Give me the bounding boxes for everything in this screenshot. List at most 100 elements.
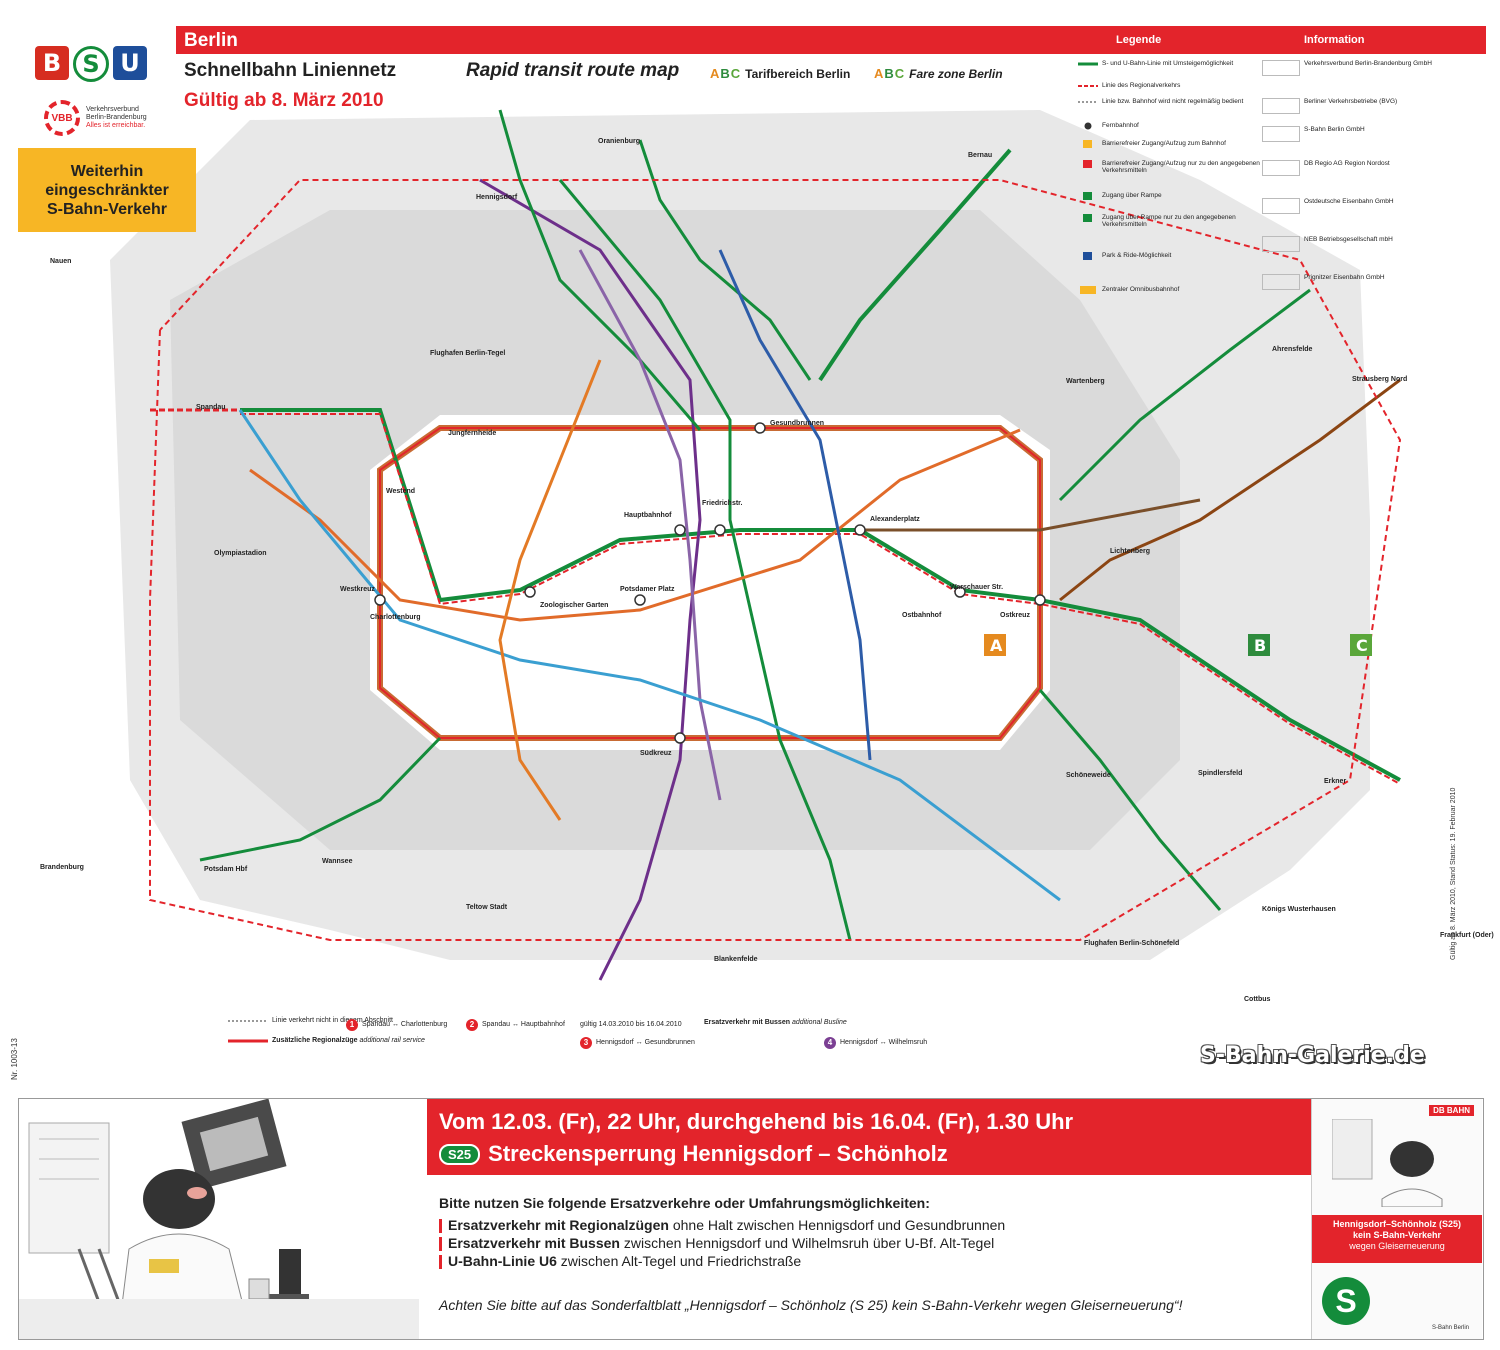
- station-label: Wannsee: [322, 858, 353, 865]
- station-label: Jungfernheide: [448, 430, 497, 437]
- station-label: Oranienburg: [598, 138, 641, 145]
- station-label: Lichtenberg: [1110, 548, 1151, 555]
- watermark: S-Bahn-Galerie.de: [1200, 1043, 1425, 1068]
- legend-item: Barrierefreier Zugang/Aufzug nur zu den …: [1078, 160, 1260, 174]
- bus-replacement-key: Ersatzverkehr mit Bussen additional Busl…: [704, 1019, 847, 1026]
- station-label: Spindlersfeld: [1198, 770, 1243, 777]
- option-row: Ersatzverkehr mit Bussen zwischen Hennig…: [439, 1235, 1299, 1251]
- restriction-notice: Weiterhin eingeschränkter S-Bahn-Verkehr: [18, 148, 196, 232]
- zone-a-area: [370, 415, 1050, 750]
- valid-period: gültig 14.03.2010 bis 16.04.2010: [580, 1021, 682, 1028]
- special-leaflet-preview: DB BAHN Hennigsdorf–Schönholz (S25) kein…: [1311, 1099, 1482, 1339]
- operator-logo-icon: [1262, 160, 1300, 176]
- regional-line-icon: [1078, 85, 1098, 87]
- irregular-line-icon: [1078, 101, 1098, 103]
- option-row: U-Bahn-Linie U6 zwischen Alt-Tegel und F…: [439, 1253, 1299, 1269]
- station-label: Cottbus: [1244, 996, 1271, 1003]
- station-label: Wartenberg: [1066, 378, 1105, 385]
- station-label: Teltow Stadt: [466, 904, 508, 911]
- station-label: Potsdamer Platz: [620, 586, 675, 593]
- svg-text:B: B: [1254, 636, 1266, 655]
- info-item: Prignitzer Eisenbahn GmbH: [1262, 274, 1385, 290]
- not-served-key: Linie verkehrt nicht in diesem Abschnitt: [228, 1017, 393, 1025]
- closure-period: Vom 12.03. (Fr), 22 Uhr, durchgehend bis…: [439, 1109, 1074, 1134]
- option-row: Ersatzverkehr mit Regionalzügen ohne Hal…: [439, 1217, 1299, 1233]
- print-number: Nr. 1003-13: [10, 1038, 19, 1080]
- banner-header: [427, 1099, 1313, 1175]
- station-potsdamer-platz: [634, 594, 646, 606]
- station-label: Ostbahnhof: [902, 612, 942, 619]
- station-label: Frankfurt (Oder): [1440, 932, 1494, 939]
- station-label: Alexanderplatz: [870, 516, 920, 523]
- options-intro: Bitte nutzen Sie folgende Ersatzverkehre…: [439, 1195, 930, 1211]
- station-label: Zoologischer Garten: [540, 602, 609, 609]
- replacement-options: Bitte nutzen Sie folgende Ersatzverkehre…: [439, 1195, 1299, 1271]
- route-map: A B C Alexanderplatz Hauptbahnhof Friedr…: [40, 109, 1494, 1003]
- station-label: Warschauer Str.: [950, 584, 1004, 591]
- extra-line-icon: [228, 1039, 268, 1043]
- station-label: Nauen: [50, 258, 72, 265]
- operator-logo-icon: [1262, 198, 1300, 214]
- leaflet-note: Achten Sie bitte auf das Sonderfaltblatt…: [439, 1297, 1183, 1313]
- fare-zone-en: ABC Fare zone Berlin: [874, 66, 1003, 81]
- station-label: Strausberg Nord: [1352, 376, 1408, 383]
- db-logo: DB BAHN: [1429, 1105, 1474, 1116]
- valid-from: Gültig ab 8. März 2010: [184, 90, 384, 111]
- regional-train-logo: B: [35, 46, 69, 80]
- info-item: Berliner Verkehrsbetriebe (BVG): [1262, 98, 1397, 114]
- station-label: Ostkreuz: [1000, 612, 1030, 619]
- bus-station-icon: [1080, 286, 1096, 294]
- station-label: Potsdam Hbf: [204, 866, 248, 873]
- english-title: Rapid transit route map: [466, 60, 680, 81]
- s25-line-badge: S25: [439, 1143, 481, 1165]
- station-label: Flughafen Berlin-Schönefeld: [1084, 940, 1180, 947]
- station-label: Friedrichstr.: [702, 500, 743, 507]
- city-title: Berlin: [184, 30, 238, 51]
- station-alexanderplatz: [854, 524, 866, 536]
- operator-logo-icon: [1262, 126, 1300, 142]
- u6-line: [578, 249, 722, 801]
- legend-item: Linie des Regionalverkehrs: [1078, 82, 1180, 90]
- closure-banner: Vom 12.03. (Fr), 22 Uhr, durchgehend bis…: [18, 1098, 1484, 1340]
- operator-logo-icon: [1262, 98, 1300, 114]
- station-westkreuz: [374, 594, 386, 606]
- info-item: S-Bahn Berlin GmbH: [1262, 126, 1365, 142]
- station-ostbahnhof: [954, 586, 966, 598]
- legend-item: Zugang über Rampe: [1078, 192, 1162, 200]
- legend-item: Park & Ride-Möglichkeit: [1078, 252, 1171, 260]
- elevator-icon: [1083, 140, 1092, 148]
- map-canvas: A B C: [110, 109, 1402, 981]
- svg-text:C: C: [1356, 636, 1368, 655]
- station-hauptbahnhof: [674, 524, 686, 536]
- legend-item: S- und U-Bahn-Linie mit Umsteigemöglichk…: [1078, 60, 1233, 68]
- operator-logo-icon: [1262, 274, 1300, 290]
- u2-line: [249, 428, 1021, 622]
- mole-doctor-illustration: [19, 1099, 419, 1339]
- line-transfer-icon: [1078, 62, 1098, 66]
- stadtbahn-line: [240, 408, 1401, 782]
- station-label: Spandau: [196, 404, 226, 411]
- station-label: Charlottenburg: [370, 614, 421, 621]
- legend-item: Zugang über Rampe nur zu den angegebenen…: [1078, 214, 1260, 228]
- station-label: Hauptbahnhof: [624, 512, 672, 519]
- station-label: Ahrensfelde: [1272, 346, 1313, 353]
- vbb-logo: VBB Verkehrsverbund Berlin-Brandenburg A…: [44, 100, 147, 136]
- legend-item: Fernbahnhof: [1078, 122, 1139, 130]
- validity-note: Gültig ab 8. März 2010, Stand Status: 19…: [1450, 787, 1457, 960]
- ramp-icon: [1083, 192, 1092, 200]
- vbb-icon: VBB: [44, 100, 80, 136]
- legend-item: Linie bzw. Bahnhof wird nicht regelmäßig…: [1078, 98, 1243, 106]
- s-bahn-icon: S: [1322, 1277, 1370, 1325]
- vbb-text: Verkehrsverbund Berlin-Brandenburg Alles…: [86, 106, 147, 129]
- station-ostkreuz: [1034, 594, 1046, 606]
- u9-line: [498, 359, 602, 821]
- extra-trains-key: Zusätzliche Regionalzüge additional rail…: [228, 1037, 425, 1045]
- fare-zone-de: ABC Tarifbereich Berlin: [710, 66, 851, 81]
- station-label: Blankenfelde: [714, 956, 758, 963]
- long-distance-station-icon: [1084, 122, 1092, 130]
- bottom-legend: Linie verkehrt nicht in diesem Abschnitt…: [228, 1015, 948, 1061]
- transport-logos: B S U: [35, 46, 147, 82]
